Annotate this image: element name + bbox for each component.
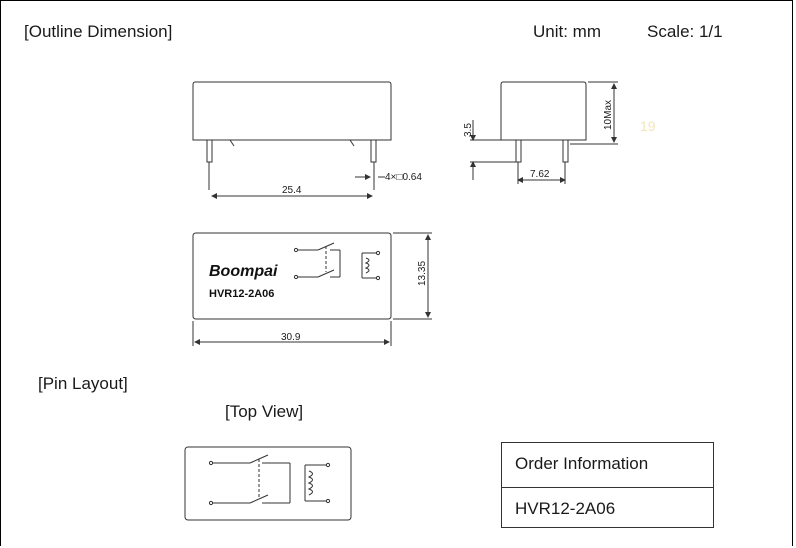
model-marking: HVR12-2A06 [209, 288, 274, 300]
order-header-cell: Order Information [515, 454, 649, 473]
row-pitch-label: 7.62 [530, 169, 550, 180]
unit-label: Unit: mm [533, 22, 601, 41]
pitch-dimension-label: 25.4 [282, 185, 302, 196]
end-side-view [470, 81, 618, 184]
stray-mark: 19 [640, 118, 656, 134]
front-side-view [192, 81, 392, 199]
order-information-table: Order Information HVR12-2A06 [501, 442, 714, 528]
width-dimension-label: 13.35 [417, 261, 428, 286]
pin-layout-heading: [Pin Layout] [38, 374, 128, 393]
pin-size-label: 4×□0.64 [385, 172, 422, 183]
order-value-cell: HVR12-2A06 [515, 499, 616, 518]
pin-height-label: 3.5 [463, 123, 474, 137]
brand-logo-text: Boompai [209, 263, 278, 280]
order-header-row [502, 443, 713, 488]
height-max-label: 10Max [603, 100, 614, 130]
outline-dimension-heading: [Outline Dimension] [24, 22, 173, 41]
top-view-label: [Top View] [225, 402, 304, 421]
top-view-body [192, 232, 432, 346]
pin-layout-diagram [184, 446, 352, 521]
scale-label: Scale: 1/1 [647, 22, 723, 41]
body-length-label: 30.9 [281, 332, 301, 343]
